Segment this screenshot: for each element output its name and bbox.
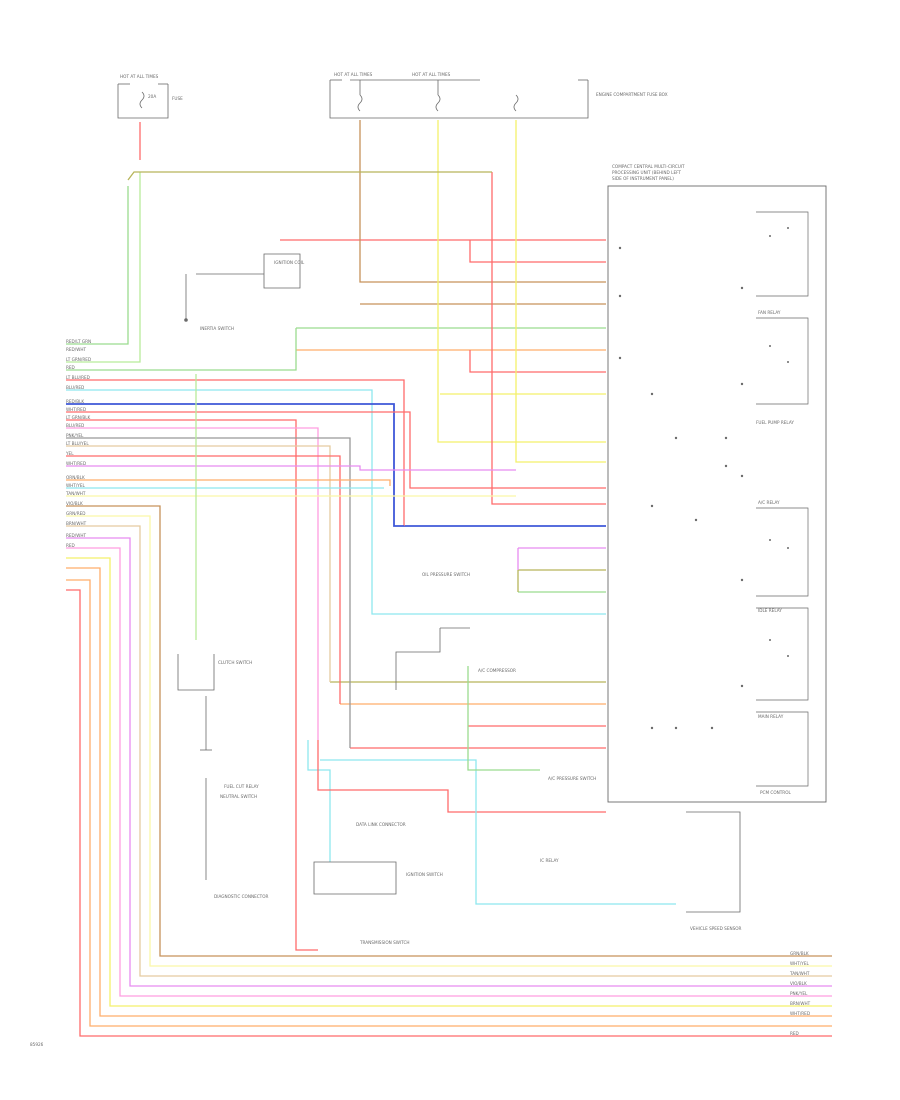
wire-label-right: TAN/WHT	[789, 971, 810, 976]
inertia-label: INERTIA SWITCH	[200, 326, 234, 331]
wire-label-left: BLU/RED	[66, 423, 84, 428]
wire-label-left: PNK/YEL	[66, 433, 84, 438]
trans-sw-label: TRANSMISSION SWITCH	[359, 940, 410, 945]
ecu-title-3: SIDE OF INSTRUMENT PANEL)	[612, 176, 674, 181]
wire-label-right: RED	[790, 1031, 799, 1036]
fuse-box-left	[117, 83, 169, 119]
wire-label-left: GRN/RED	[66, 511, 85, 516]
fan-relay-label: FAN RELAY	[758, 310, 781, 315]
ecu-internal-relays	[756, 211, 809, 787]
oil-switch-label: OIL PRESSURE SWITCH	[422, 572, 470, 577]
footer-code: 85926	[30, 1042, 44, 1047]
ac-pressure-label: A/C PRESSURE SWITCH	[548, 776, 596, 781]
harness-wires	[66, 122, 832, 1037]
wire-label-left: BRN/WHT	[66, 521, 87, 526]
engine-compartment-label: ENGINE COMPARTMENT FUSE BOX	[596, 92, 668, 97]
wire-label-left: TAN/WHT	[65, 491, 86, 496]
wire-labels-right: GRN/BLK WHT/YEL TAN/WHT VIO/BLK PNK/YEL BRN/W…	[789, 951, 811, 1036]
ign-switch-label: IGNITION SWITCH	[406, 872, 443, 877]
idle-relay-label: IDLE RELAY	[758, 608, 782, 613]
wire-label-left: LT BLU/YEL	[66, 441, 89, 446]
fuse-box-left-name: FUSE	[172, 96, 183, 101]
wire-label-right: PNK/YEL	[790, 991, 808, 996]
ecu-title-2: PROCESSING UNIT (BEHIND LEFT	[612, 170, 681, 175]
ign-coil-label: IGNITION COIL	[274, 260, 305, 265]
wire-label-left: RED/LT GRN	[66, 339, 91, 344]
wire-label-left: LT BLU/RED	[66, 375, 90, 380]
acc-relay-label: A/C RELAY	[758, 500, 780, 505]
ecu-title-1: COMPACT CENTRAL MULTI-CIRCUIT	[612, 164, 685, 169]
wire-label-left: RED	[66, 543, 75, 548]
wire-label-left: ORN/BLK	[66, 475, 85, 480]
data-link-label: DATA LINK CONNECTOR	[356, 822, 406, 827]
ic-relay-label: IC RELAY	[540, 858, 559, 863]
clutch-label: CLUTCH SWITCH	[218, 660, 252, 665]
ac-comp-label: A/C COMPRESSOR	[478, 668, 516, 673]
wire-label-left: RED/BLK	[66, 399, 84, 404]
wire-label-right: VIO/BLK	[790, 981, 807, 986]
ecu-bottom-label: PCM CONTROL	[760, 790, 792, 795]
wire-label-left: WHT/RED	[66, 407, 86, 412]
ecu-input-wires	[280, 120, 606, 749]
fuse-box-left-header: HOT AT ALL TIMES	[120, 74, 159, 79]
ecu-dots	[618, 227, 789, 730]
wire-label-left: WHT/YEL	[66, 483, 85, 488]
fuel-cut-label: FUEL CUT RELAY	[224, 784, 259, 789]
neutral-sw-label: NEUTRAL SWITCH	[220, 794, 257, 799]
wire-label-left: RED	[66, 365, 75, 370]
fuse-box-engine-header-a: HOT AT ALL TIMES	[334, 72, 373, 77]
wire-label-left: WHT/RED	[66, 461, 86, 466]
check-conn-label: DIAGNOSTIC CONNECTOR	[214, 894, 269, 899]
fuse-box-engine-header-b: HOT AT ALL TIMES	[412, 72, 451, 77]
wire-label-left: RED/WHT	[66, 533, 86, 538]
wire-labels-left: RED/LT GRN RED/WHT LT GRN/RED RED LT BLU/RED…	[65, 339, 91, 548]
wire-label-left: VIO/BLK	[66, 501, 83, 506]
ign-coil-symbol	[177, 253, 741, 913]
ecu-box	[607, 185, 827, 803]
wire-label-left: LT GRN/RED	[66, 357, 91, 362]
wire-label-right: BRN/WHT	[790, 1001, 811, 1006]
fuse-box-engine	[329, 79, 589, 119]
wire-label-left: RED/WHT	[66, 347, 86, 352]
wire-label-right: WHT/YEL	[790, 961, 809, 966]
wire-label-right: WHT/RED	[790, 1011, 810, 1016]
wire-label-left: LT GRN/BLK	[66, 415, 91, 420]
fuse-box-left-num: 20A	[148, 94, 156, 99]
wire-label-left: BLU/RED	[66, 385, 84, 390]
fuel-relay-label: FUEL PUMP RELAY	[756, 420, 794, 425]
speed-sensor-label: VEHICLE SPEED SENSOR	[690, 926, 742, 931]
main-relay-label: MAIN RELAY	[758, 714, 784, 719]
wire-label-left: YEL	[65, 451, 74, 456]
wire-label-right: GRN/BLK	[790, 951, 809, 956]
